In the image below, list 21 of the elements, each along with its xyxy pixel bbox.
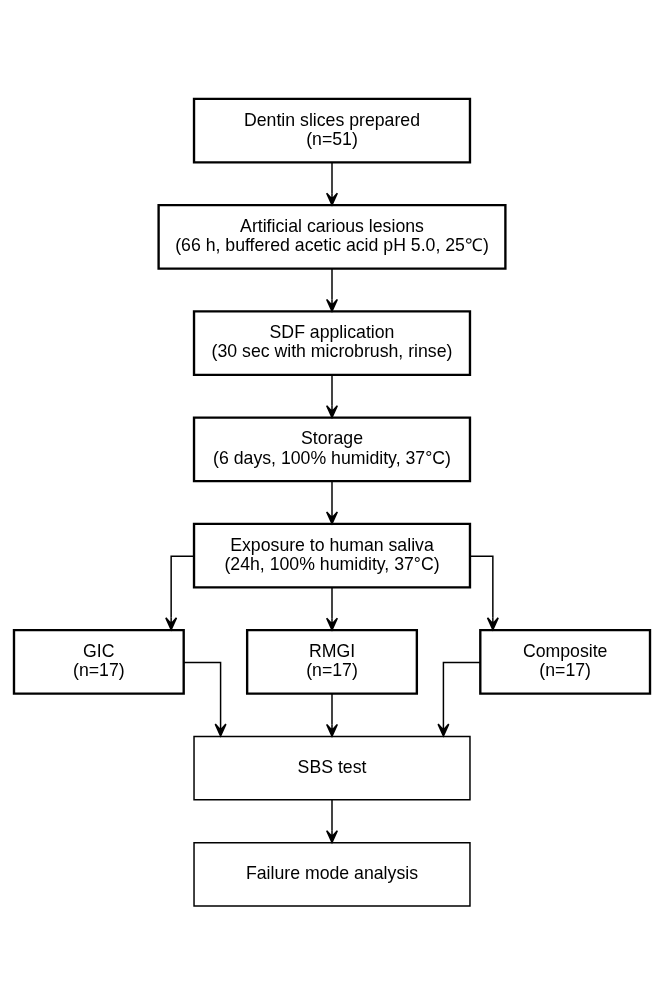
arrow [183, 661, 227, 737]
arrow [325, 480, 339, 524]
node-box: Artificial carious lesions (66 h, buffered acetic acid pH 5.0, 25℃) [157, 203, 507, 270]
node-box: RMGI (n=17) [245, 628, 419, 695]
node-box: SBS test [193, 735, 471, 801]
arrow [437, 661, 481, 737]
arrow [325, 692, 339, 737]
arrow [325, 161, 339, 206]
node-box: GIC (n=17) [12, 628, 185, 695]
arrow [165, 555, 195, 630]
node-box: SDF application (30 sec with microbrush, rinse) [192, 309, 472, 376]
node-box: Dentin slices prepared (n=51) [192, 97, 472, 164]
arrow [469, 555, 499, 630]
node-box: Storage (6 days, 100% humidity, 37°C) [192, 415, 472, 482]
node-box: Failure mode analysis [193, 841, 471, 907]
node-box: Exposure to human saliva (24h, 100% humidity, 37°C) [192, 522, 472, 589]
node-box: Composite (n=17) [479, 628, 652, 695]
arrow [325, 586, 339, 631]
arrow [325, 373, 339, 418]
arrow [325, 798, 339, 843]
arrow [325, 267, 339, 312]
